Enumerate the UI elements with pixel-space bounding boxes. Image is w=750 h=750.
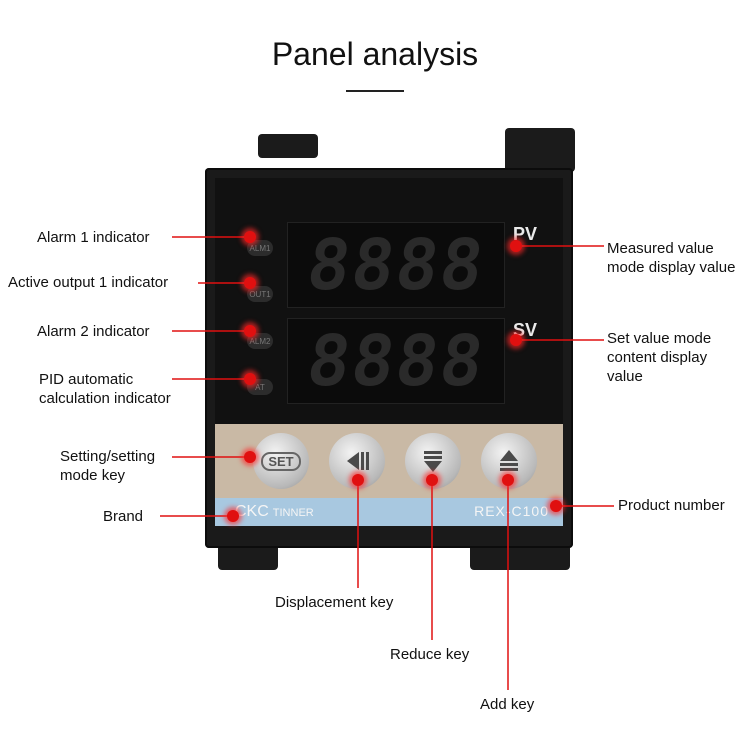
led-out1: OUT1 (247, 286, 273, 302)
model-number: REX-C100 (474, 503, 549, 519)
marker-pid (244, 373, 256, 385)
bottom-clip (470, 544, 570, 570)
label-displacement: Displacement key (275, 594, 394, 611)
label-pid: PID automatic calculation indicator (39, 371, 171, 407)
label-reduce: Reduce key (390, 646, 470, 663)
brand-sub: TINNER (272, 507, 314, 519)
pv-display: 8888 (287, 222, 505, 308)
label-setvalue: Set value mode content display value (607, 330, 712, 385)
page-title: Panel analysis (271, 36, 479, 72)
pv-label: PV (513, 224, 538, 244)
marker-add (502, 474, 514, 486)
marker-measured (510, 240, 522, 252)
brand-bar (215, 498, 563, 526)
label-setting-key: Setting/setting mode key (60, 448, 156, 484)
arrow-up-icon (500, 450, 518, 471)
sv-display: 8888 (287, 318, 505, 404)
shift-left-icon (347, 452, 369, 470)
arrow-down-icon (424, 451, 442, 472)
label-product: Product number (618, 497, 725, 514)
set-key[interactable]: SET (253, 433, 309, 489)
marker-alarm1 (244, 231, 256, 243)
marker-brand (227, 510, 239, 522)
brand-name: CKC (235, 503, 269, 520)
top-clip (258, 134, 318, 158)
label-brand: Brand (103, 508, 144, 525)
keypad: SET (215, 424, 563, 498)
led-alm1: ALM1 (247, 240, 273, 256)
marker-setting-key (244, 451, 256, 463)
display-face: ALM1 OUT1 ALM2 AT 8888 8888 PV SV (215, 178, 563, 426)
marker-alarm2 (244, 325, 256, 337)
marker-product (550, 500, 562, 512)
marker-out1 (244, 277, 256, 289)
marker-setvalue (510, 334, 522, 346)
label-alarm1: Alarm 1 indicator (37, 229, 150, 246)
set-key-label: SET (261, 451, 301, 471)
marker-displacement (352, 474, 364, 486)
led-alm2: ALM2 (247, 333, 273, 349)
label-out1: Active output 1 indicator (8, 274, 169, 291)
title-underline (346, 90, 404, 92)
marker-reduce (426, 474, 438, 486)
top-clip-right (505, 128, 575, 172)
label-measured: Measured value mode display value (607, 240, 736, 276)
label-alarm2: Alarm 2 indicator (37, 323, 150, 340)
label-add: Add key (480, 696, 535, 713)
